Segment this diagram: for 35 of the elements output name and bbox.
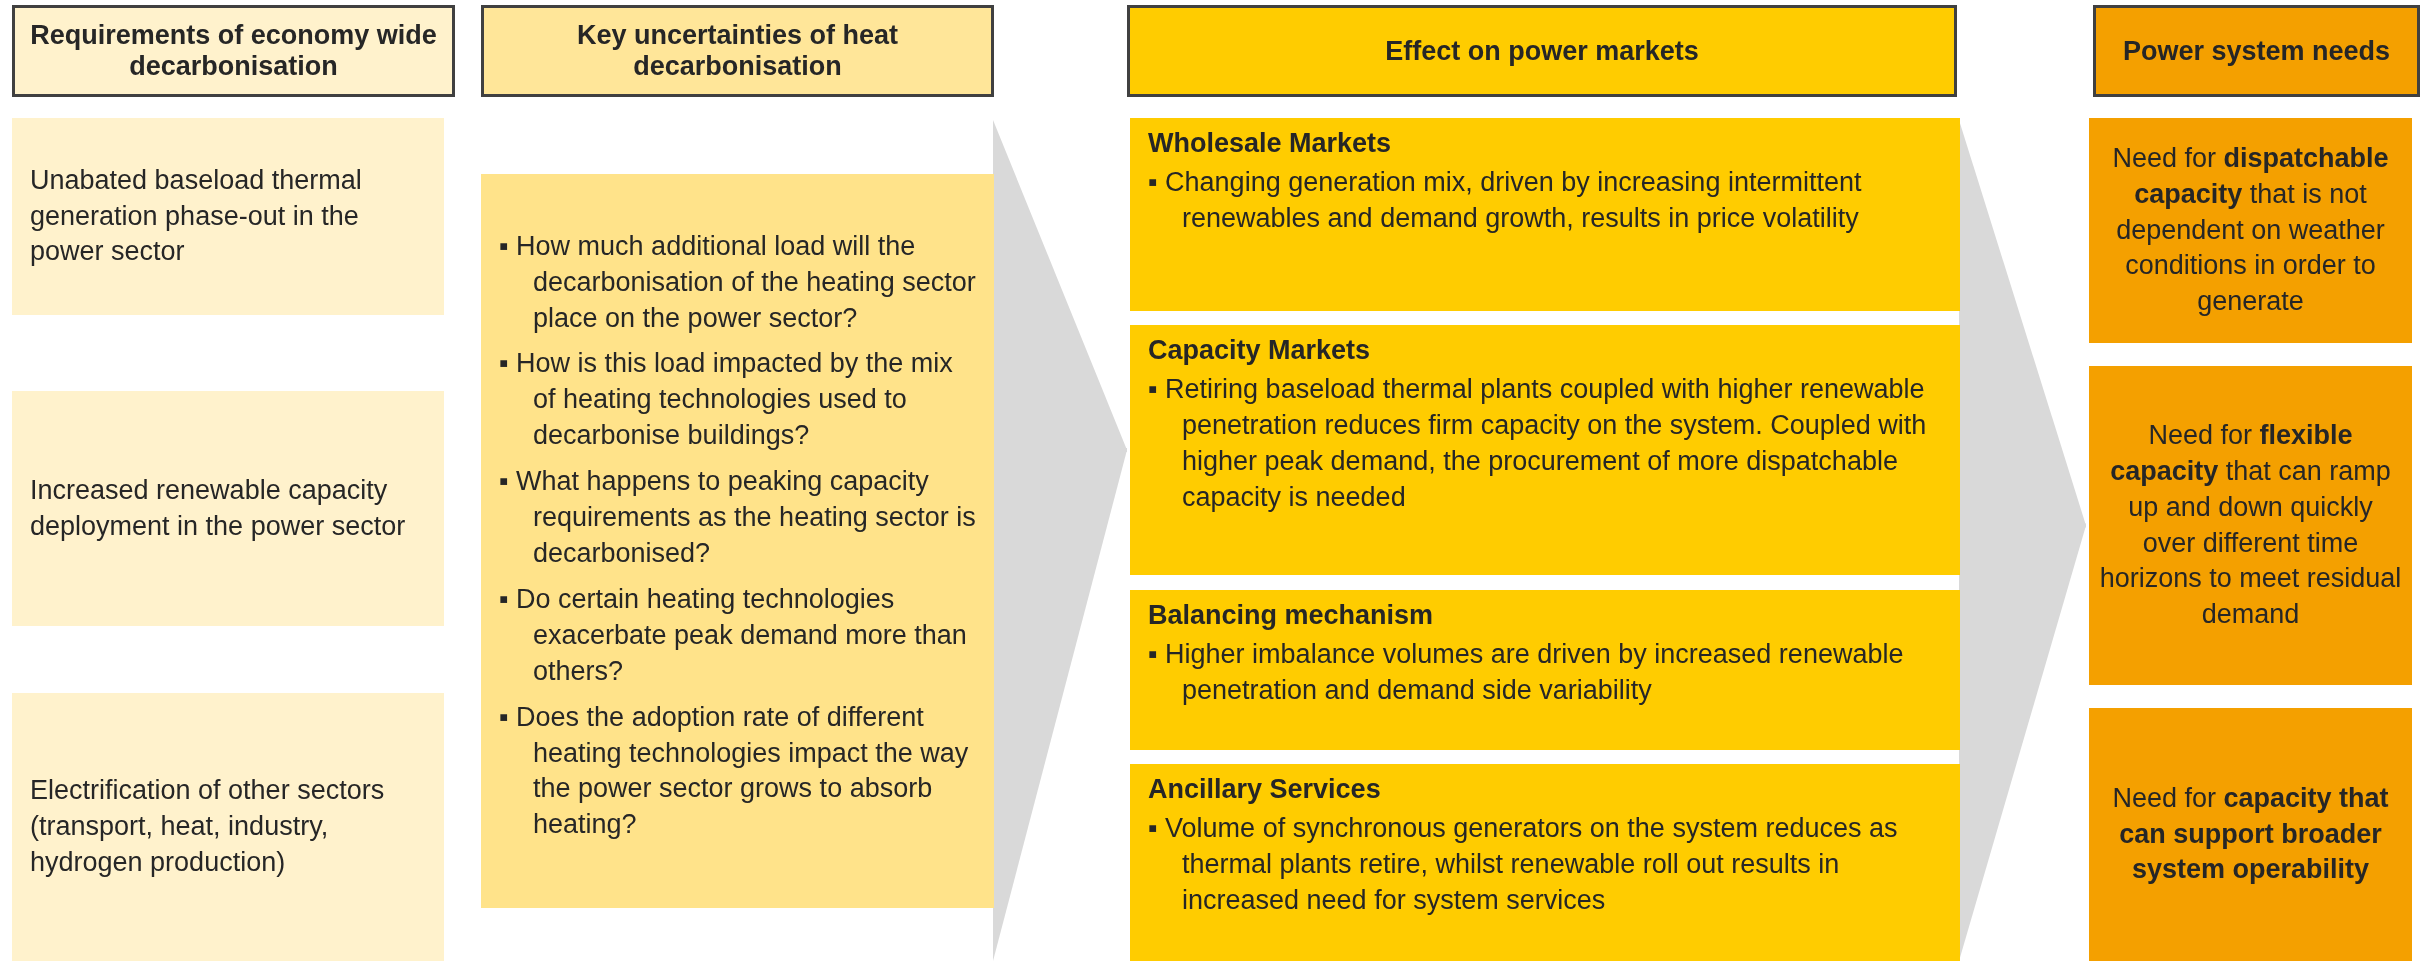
box-text: Need for capacity that can support broader system operability: [2111, 781, 2390, 887]
text-box: [2089, 708, 2412, 961]
column-header: Requirements of economy wide decarbonisation: [12, 5, 455, 97]
bullet-item: ▪ What happens to peaking capacity requirements as the heating sector is decarbonised?: [499, 465, 976, 570]
box-text: Electrification of other sectors (transport, heat, industry, hydrogen production): [30, 774, 386, 879]
text-box: [1130, 325, 1960, 575]
bullet-item: ▪ Do certain heating technologies exacerbate peak demand more than others?: [499, 582, 968, 688]
box-heading: Balancing mechanism: [1148, 600, 1435, 631]
bullet-item: ▪ Changing generation mix, driven by increasing intermittent renewables and demand growth, results in price volatility: [1148, 166, 1863, 235]
column-header: Key uncertainties of heat decarbonisation: [481, 5, 994, 97]
box-text: Unabated baseload thermal generation phase-out in the power sector: [30, 163, 363, 269]
bullet-list-box: [481, 174, 994, 908]
box-text: Need for flexible capacity that can ramp up and down quickly over different time horizons to meet residual demand: [2099, 418, 2402, 632]
box-text: Increased renewable capacity deployment in the power sector: [30, 473, 407, 543]
chevron-arrow: [993, 120, 1127, 961]
bullet-item: ▪ Higher imbalance volumes are driven by increased renewable penetration and demand side variability: [1148, 638, 1905, 707]
column-header: Power system needs: [2093, 5, 2420, 97]
box-heading: Wholesale Markets: [1148, 128, 1393, 159]
text-box: [2089, 366, 2412, 685]
bullet-item: ▪ How much additional load will the decarbonisation of the heating sector place on the power sector?: [499, 229, 976, 335]
column-header: Effect on power markets: [1127, 5, 1957, 97]
text-box: [12, 693, 444, 961]
box-text: Need for dispatchable capacity that is not dependent on weather conditions in order to generate: [2111, 141, 2390, 319]
text-box: [1130, 764, 1960, 961]
text-box: [12, 118, 444, 315]
bullet-item: ▪ Volume of synchronous generators on the system reduces as thermal plants retire, whilst renewable roll out results in increased need for system services: [1148, 812, 1899, 917]
bullet-item: ▪ How is this load impacted by the mix of heating technologies used to decarbonise buildings?: [499, 347, 954, 453]
bullet-item: ▪ Does the adoption rate of different heating technologies impact the way the power sector grows to absorb heating?: [499, 700, 970, 842]
text-box: [1130, 118, 1960, 311]
text-box: [2089, 118, 2412, 343]
text-box: [1130, 590, 1960, 750]
text-box: [12, 391, 444, 626]
box-heading: Ancillary Services: [1148, 774, 1382, 805]
bullet-item: ▪ Retiring baseload thermal plants coupled with higher renewable penetration reduces firm capacity on the system. Coupled with higher peak demand, the procurement of more dispatchable capacity is needed: [1148, 373, 1928, 514]
box-heading: Capacity Markets: [1148, 335, 1372, 366]
